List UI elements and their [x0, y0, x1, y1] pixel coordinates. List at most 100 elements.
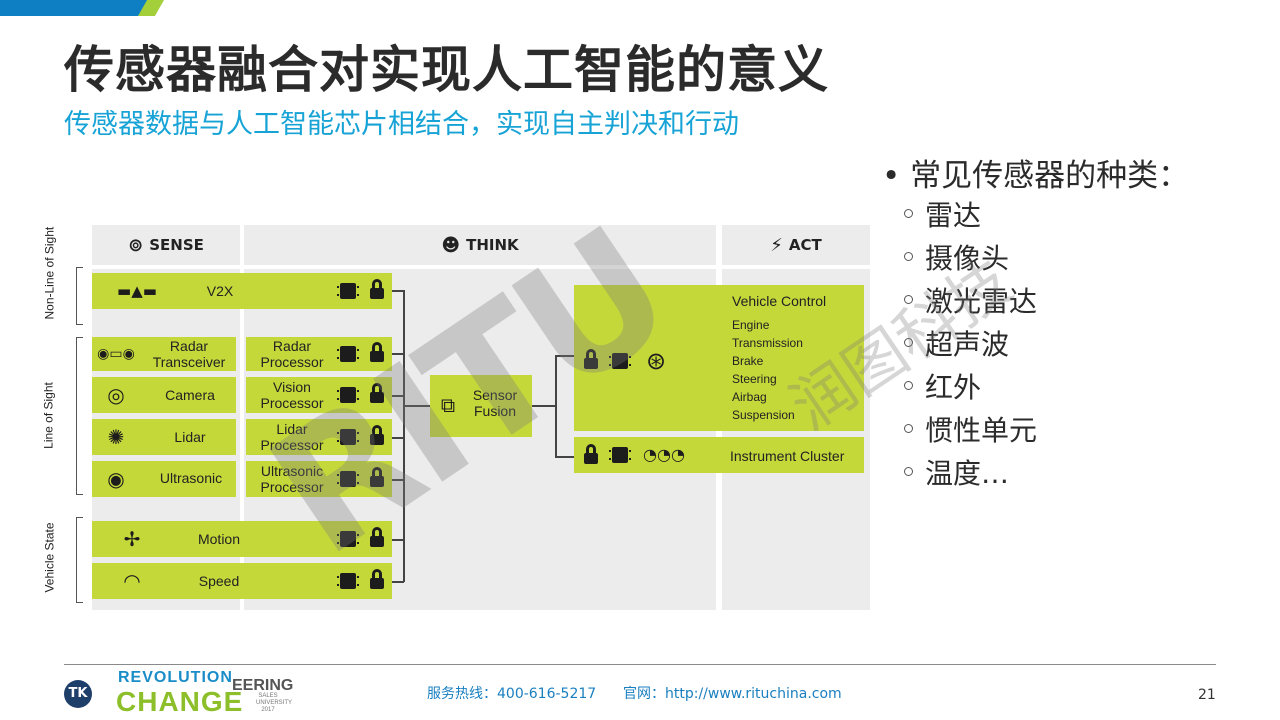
- camera-box: [92, 377, 236, 413]
- bracket-non-line-of-sight: [76, 267, 83, 325]
- footer-hotline: 服务热线：400-616-5217: [427, 686, 597, 702]
- camera-label: Camera: [165, 387, 215, 403]
- radar-processor-box: [246, 337, 392, 371]
- vc-item-steering: Steering: [732, 372, 777, 386]
- sensor-fusion-label: Sensor Fusion: [472, 387, 518, 419]
- label-line-of-sight: Line of Sight: [41, 382, 56, 449]
- connector-line: [392, 539, 404, 541]
- list-item: 雷达: [904, 194, 981, 234]
- list-item-text: 超声波: [925, 328, 1010, 361]
- vc-item-engine: Engine: [732, 318, 770, 332]
- slide-title: 传感器融合对实现人工智能的意义: [64, 41, 829, 99]
- lidar-processor-label: Lidar Processor: [260, 421, 324, 453]
- ultrasonic-processor-box: [246, 461, 392, 497]
- radar-car-icon: ◉▭◉: [97, 346, 135, 362]
- connector-to-fusion: [403, 405, 431, 407]
- lock-icon: [370, 569, 384, 589]
- footer-website[interactable]: 官网：http://www.rituchina.com: [623, 686, 842, 702]
- connector-to-control: [555, 355, 575, 357]
- connector-line: [392, 353, 404, 355]
- list-item: 超声波: [904, 323, 1009, 363]
- ultrasonic-wave-icon: ◉: [107, 467, 125, 491]
- radar-transceiver-label: Radar Transceiver: [152, 338, 226, 370]
- gauges-icon: ◔◔◔: [643, 445, 685, 464]
- chip-icon: [337, 283, 359, 299]
- brand-small-text: SALES UNIVERSITY 2017: [256, 693, 293, 713]
- lock-icon: [370, 342, 384, 362]
- brand-change: CHANGE: [116, 686, 244, 717]
- think-label: THINK: [466, 236, 519, 254]
- connector-to-cluster: [555, 456, 575, 458]
- bracket-vehicle-state: [76, 517, 83, 603]
- label-vehicle-state: Vehicle State: [42, 522, 57, 593]
- vision-processor-label: Vision Processor: [260, 379, 324, 411]
- lidar-burst-icon: ✺: [107, 425, 125, 449]
- chip-icon: [337, 531, 359, 547]
- connector-line: [392, 437, 404, 439]
- company-logo-icon: TK: [64, 680, 92, 708]
- lidar-processor-box: [246, 419, 392, 455]
- motion-label: Motion: [197, 531, 241, 547]
- act-column-header: ⚡ ACT: [722, 225, 870, 265]
- act-label: ACT: [788, 236, 822, 254]
- list-item-text: 摄像头: [925, 242, 1010, 275]
- list-item: 红外: [904, 366, 981, 406]
- list-item: 温度…: [904, 452, 1009, 492]
- label-non-line-of-sight: Non-Line of Sight: [42, 226, 57, 320]
- lock-icon: [370, 527, 384, 547]
- think-column-header: ☻ THINK: [244, 225, 716, 265]
- antenna-icon: ⊚: [128, 234, 144, 256]
- camera-aperture-icon: ◎: [107, 383, 125, 407]
- slide-subtitle: 传感器数据与人工智能芯片相结合，实现自主判决和行动: [64, 109, 739, 140]
- sense-think-act-diagram: ⊚ SENSE ☻ THINK ⚡ ACT Non-Line of Sight …: [40, 225, 870, 610]
- sense-column-header: ⊚ SENSE: [92, 225, 240, 265]
- ultrasonic-processor-label: Ultrasonic Processor: [260, 463, 324, 495]
- lock-icon: [370, 467, 384, 487]
- connector-line: [392, 581, 404, 583]
- top-accent-bar: [0, 0, 160, 16]
- instrument-cluster-label: Instrument Cluster: [730, 448, 845, 464]
- vision-processor-box: [246, 377, 392, 413]
- sensor-fusion-box: [430, 375, 532, 437]
- chip-icon: [609, 353, 631, 369]
- cars-icon: ▬▲▬: [117, 282, 157, 300]
- speedometer-icon: ◠: [123, 569, 141, 593]
- chip-icon: [337, 429, 359, 445]
- lock-icon: [370, 279, 384, 299]
- chip-icon: [337, 346, 359, 362]
- sense-label: SENSE: [149, 236, 204, 254]
- lock-icon: [584, 349, 598, 369]
- lock-icon: [370, 425, 384, 445]
- footer-divider: [64, 664, 1216, 665]
- connector-line: [392, 479, 404, 481]
- connector-line: [392, 395, 404, 397]
- list-item-text: 激光雷达: [925, 285, 1038, 318]
- list-item-text: 雷达: [925, 199, 982, 232]
- vehicle-control-items: Engine Transmission Brake Steering Airba…: [732, 316, 832, 424]
- lidar-label: Lidar: [174, 429, 206, 445]
- lock-icon: [584, 444, 598, 464]
- bracket-line-of-sight: [76, 337, 83, 495]
- radar-processor-label: Radar Processor: [260, 338, 324, 370]
- vc-item-transmission: Transmission: [732, 336, 803, 350]
- brand-revolution: REVOLUTION: [118, 669, 233, 686]
- vc-item-brake: Brake: [732, 354, 764, 368]
- connector-vertical: [403, 290, 405, 582]
- fan-motion-icon: ✢: [123, 527, 141, 551]
- page-number: 21: [1198, 687, 1216, 703]
- steering-wheel-icon: ⊛: [645, 347, 667, 375]
- vehicle-control-title: Vehicle Control: [732, 293, 827, 309]
- ultrasonic-label: Ultrasonic: [159, 470, 223, 486]
- v2x-label: V2X: [206, 283, 234, 299]
- chip-icon: [337, 573, 359, 589]
- bullet-heading: • 常见传感器的种类：: [882, 158, 1190, 194]
- chip-icon: [337, 387, 359, 403]
- lock-icon: [370, 383, 384, 403]
- vc-item-airbag: Airbag: [732, 390, 767, 404]
- connector-from-fusion: [532, 405, 556, 407]
- lidar-box: [92, 419, 236, 455]
- list-item-text: 惯性单元: [925, 414, 1038, 447]
- brand-eering: EERING: [232, 677, 294, 694]
- brain-icon: ☻: [441, 234, 461, 256]
- fusion-icon: ⧉: [440, 393, 456, 417]
